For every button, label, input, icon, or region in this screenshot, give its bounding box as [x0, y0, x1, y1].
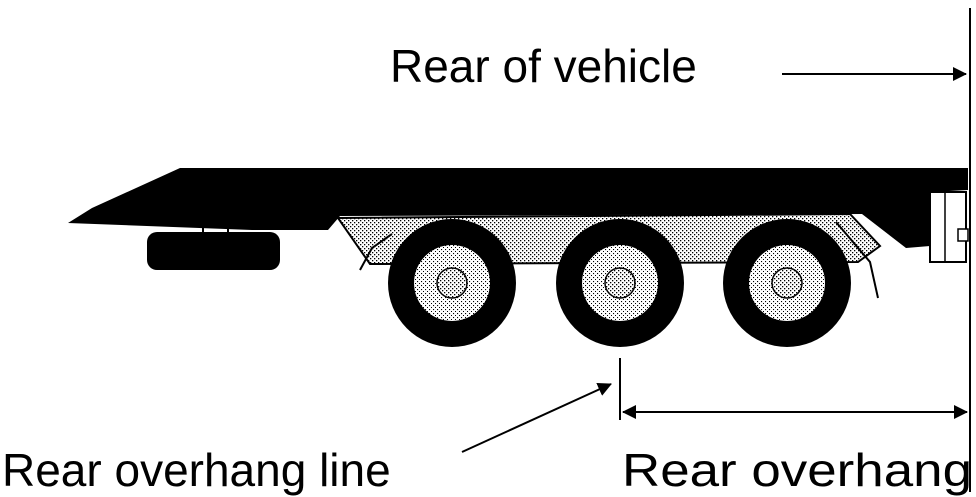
- rear-overhang-line-label: Rear overhang line: [2, 444, 391, 496]
- front-fender-line: [359, 233, 393, 271]
- rear-of-vehicle-label: Rear of vehicle: [390, 40, 697, 92]
- flatbed-trailer: [68, 168, 969, 347]
- trailer-deck: [68, 168, 968, 248]
- rear-overhang-label: Rear overhang: [622, 444, 972, 496]
- landing-gear-pad: [147, 232, 280, 270]
- rear-light: [957, 228, 969, 242]
- rear-bumper-box: [929, 191, 967, 263]
- rear-fender-line: [835, 221, 879, 299]
- wheel-rear: [723, 219, 851, 347]
- rear-overhang-line-leader-arrow: [461, 383, 612, 453]
- wheel-middle: [556, 219, 684, 347]
- wheel-front: [388, 219, 516, 347]
